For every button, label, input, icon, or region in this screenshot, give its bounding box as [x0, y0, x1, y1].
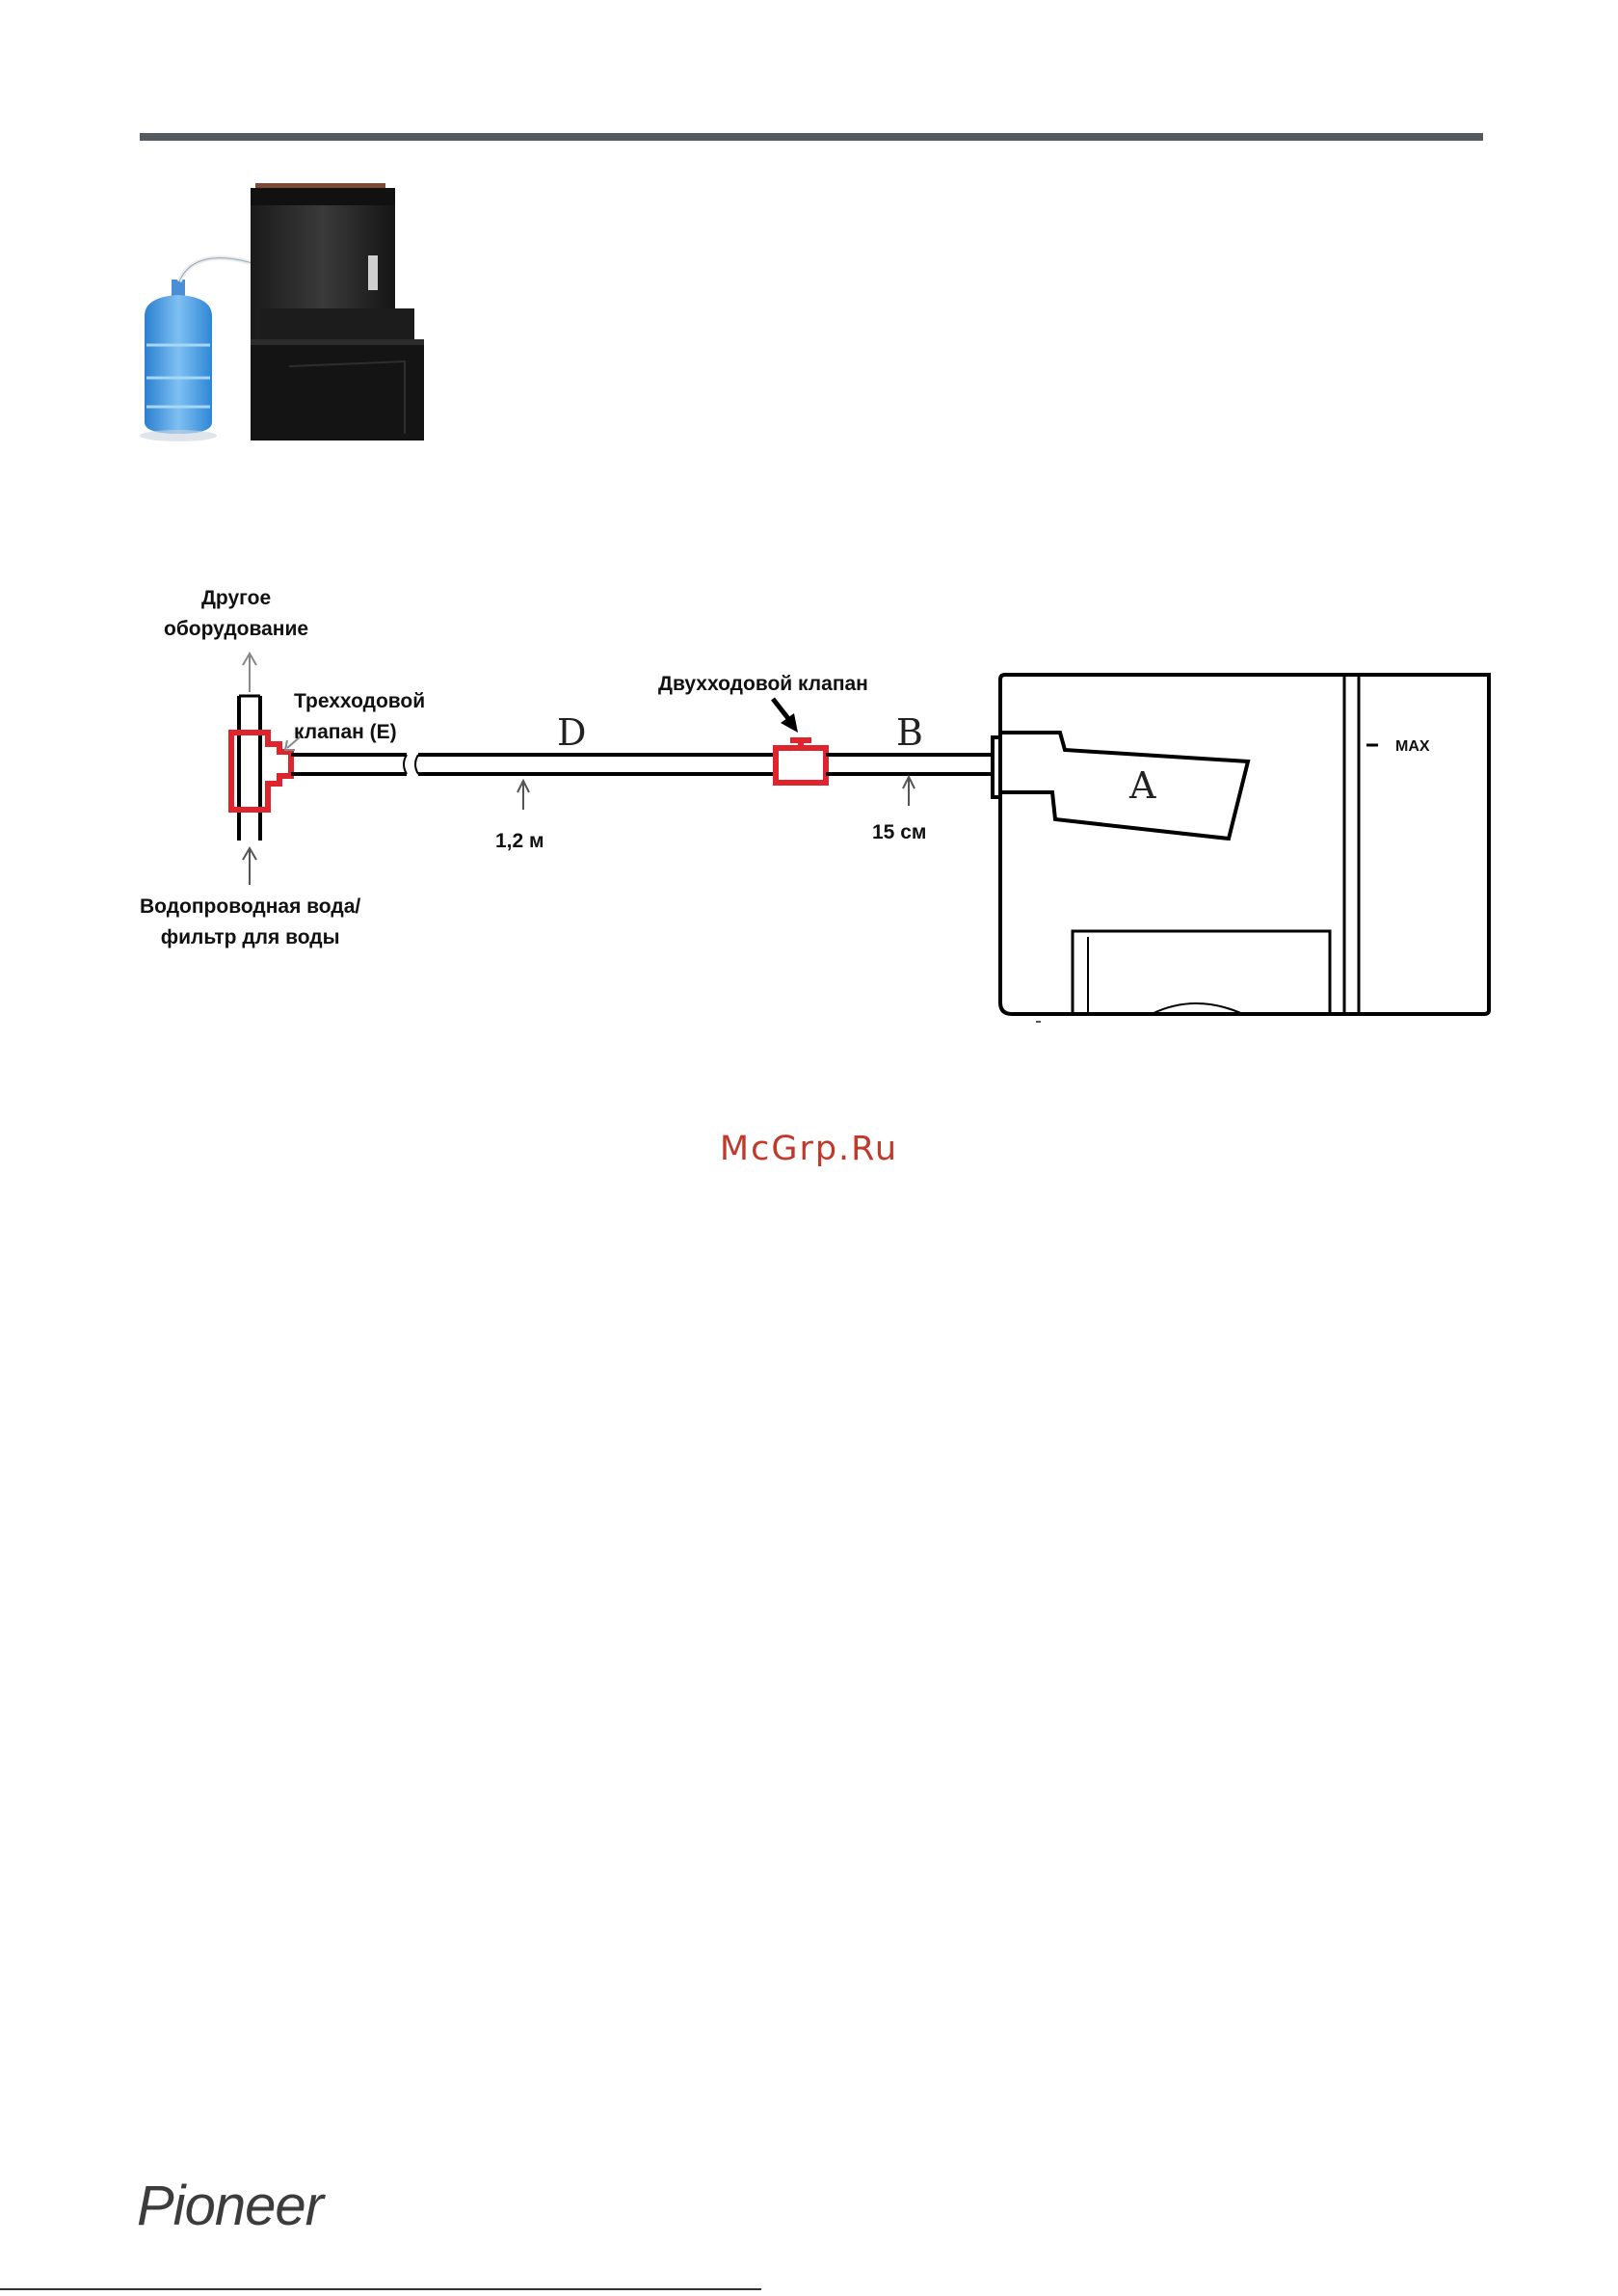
two-way-valve	[776, 740, 826, 783]
arrow-up-tap-water	[243, 848, 256, 885]
top-rule	[140, 133, 1483, 141]
label-length-d: 1,2 м	[495, 826, 544, 857]
bottom-rule	[0, 2288, 761, 2290]
water-tank-a	[1000, 733, 1248, 839]
label-length-b: 15 см	[872, 817, 926, 848]
arrow-up-other-equipment	[243, 654, 256, 692]
coffee-machine-with-water-bottle-photo	[116, 174, 472, 443]
arrow-length-d	[517, 781, 529, 810]
label-two-way-valve: Двухходовой клапан	[658, 669, 868, 700]
letter-a: A	[1129, 764, 1155, 807]
water-connection-diagram	[125, 578, 1494, 1041]
label-other-equipment: Другое оборудование	[164, 583, 308, 645]
arrow-length-b	[903, 777, 915, 806]
coffee-machine-outline	[964, 675, 1489, 1014]
letter-b: B	[896, 711, 923, 754]
watermark: McGrp.Ru	[0, 1130, 1618, 1168]
letter-d: D	[557, 711, 586, 754]
arrow-to-two-way-valve	[773, 699, 798, 733]
max-mark: MAX	[1395, 732, 1430, 762]
label-three-way-valve: Трехходовой клапан (E)	[294, 686, 425, 748]
label-tap-water: Водопроводная вода/ фильтр для воды	[140, 892, 360, 953]
brand-logo: Pioneer	[137, 2174, 323, 2238]
